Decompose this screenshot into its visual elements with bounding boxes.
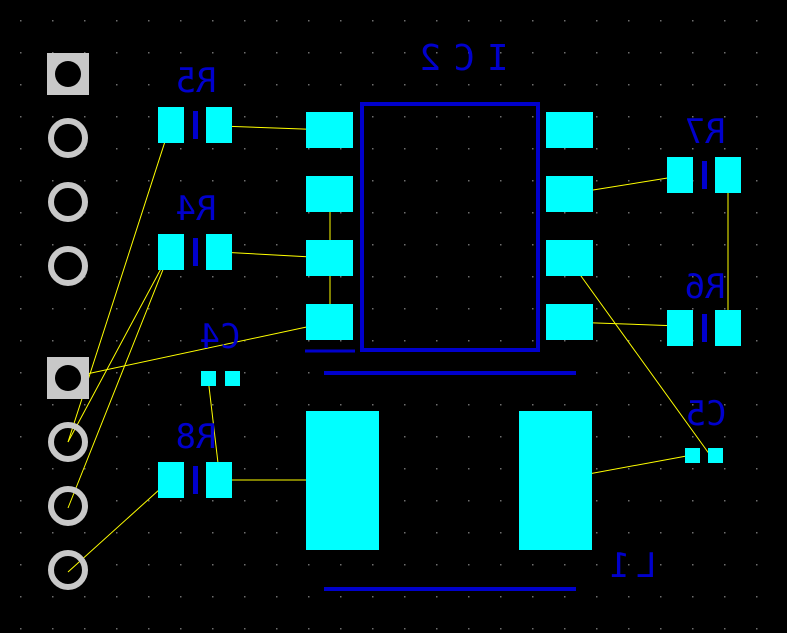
c4-footprint[interactable]: C4 [200, 317, 241, 386]
r6-pad-2[interactable] [715, 310, 741, 346]
r5-pad-1[interactable] [158, 107, 184, 143]
r8-pad-2[interactable] [206, 462, 232, 498]
r6-footprint[interactable]: R6 [667, 267, 741, 346]
ic2-pad-7[interactable] [546, 176, 593, 212]
r7-pad-2[interactable] [715, 157, 741, 193]
connector-pin-3-round-pad [48, 182, 88, 222]
r6-label: R6 [685, 267, 726, 307]
connector-pin-8[interactable] [48, 550, 88, 590]
grid-dots [20, 20, 758, 630]
ratsnest-ic2-c5 [567, 257, 711, 456]
l1-pad-2[interactable] [519, 411, 592, 550]
r5-body-mark [193, 111, 198, 139]
r7-body-mark [702, 161, 707, 189]
ic2-footprint[interactable]: IC2 [305, 38, 593, 353]
connector-pin-2-round-pad [48, 118, 88, 158]
r5-pad-2[interactable] [206, 107, 232, 143]
ic2-pad-6[interactable] [546, 240, 593, 276]
connector-pin-1[interactable] [47, 53, 89, 95]
r4-label: R4 [176, 189, 217, 229]
connector-pin-7-round-pad [48, 486, 88, 526]
r8-label: R8 [176, 417, 217, 457]
c4-pad-2[interactable] [225, 371, 240, 386]
r6-body-mark [702, 314, 707, 342]
ic2-pad-5[interactable] [546, 304, 593, 340]
connector-pin-7[interactable] [48, 486, 88, 526]
c5-pad-1[interactable] [685, 448, 700, 463]
ratsnest-r4-j7 [67, 251, 171, 509]
l1-label: L1 [604, 546, 657, 586]
r7-pad-1[interactable] [667, 157, 693, 193]
connector-pin-4[interactable] [48, 246, 88, 286]
c5-footprint[interactable]: C5 [685, 394, 726, 463]
connector-pin-6-round-pad [48, 422, 88, 462]
r8-body-mark [193, 466, 198, 494]
ic2-label: IC2 [407, 38, 508, 79]
ic2-pad-2[interactable] [306, 176, 353, 212]
ratsnest-lines [67, 125, 729, 573]
ic2-pad-3[interactable] [306, 240, 353, 276]
connector-pin-2[interactable] [48, 118, 88, 158]
ratsnest-r8-j8 [67, 479, 171, 573]
ratsnest-ic2-j5 [67, 321, 331, 379]
ic2-pad-8[interactable] [546, 112, 593, 148]
connector-pin-4-round-pad [48, 246, 88, 286]
connector-pin-5-drill [55, 365, 81, 391]
r5-label: R5 [176, 61, 217, 101]
l1-pad-1[interactable] [306, 411, 379, 550]
connector-pin-3[interactable] [48, 182, 88, 222]
r4-body-mark [193, 238, 198, 266]
r4-pad-2[interactable] [206, 234, 232, 270]
ratsnest-r4-j6 [67, 251, 171, 443]
connector-pin-1-drill [55, 61, 81, 87]
connector-header [47, 53, 89, 590]
r8-footprint[interactable]: R8 [158, 417, 232, 498]
c5-label: C5 [686, 394, 727, 434]
r8-pad-1[interactable] [158, 462, 184, 498]
connector-pin-5[interactable] [47, 357, 89, 399]
ic2-pad-4[interactable] [306, 304, 353, 340]
c4-pad-1[interactable] [201, 371, 216, 386]
c4-label: C4 [200, 317, 241, 357]
r4-pad-1[interactable] [158, 234, 184, 270]
ic2-pad-1[interactable] [306, 112, 353, 148]
r4-footprint[interactable]: R4 [158, 189, 232, 270]
r5-footprint[interactable]: R5 [158, 61, 232, 143]
l1-footprint[interactable]: L1 [306, 371, 657, 591]
c5-pad-2[interactable] [708, 448, 723, 463]
r6-pad-1[interactable] [667, 310, 693, 346]
ic2-outline [360, 102, 540, 352]
connector-pin-8-round-pad [48, 550, 88, 590]
r7-label: R7 [685, 112, 726, 152]
connector-pin-6[interactable] [48, 422, 88, 462]
r7-footprint[interactable]: R7 [667, 112, 741, 193]
